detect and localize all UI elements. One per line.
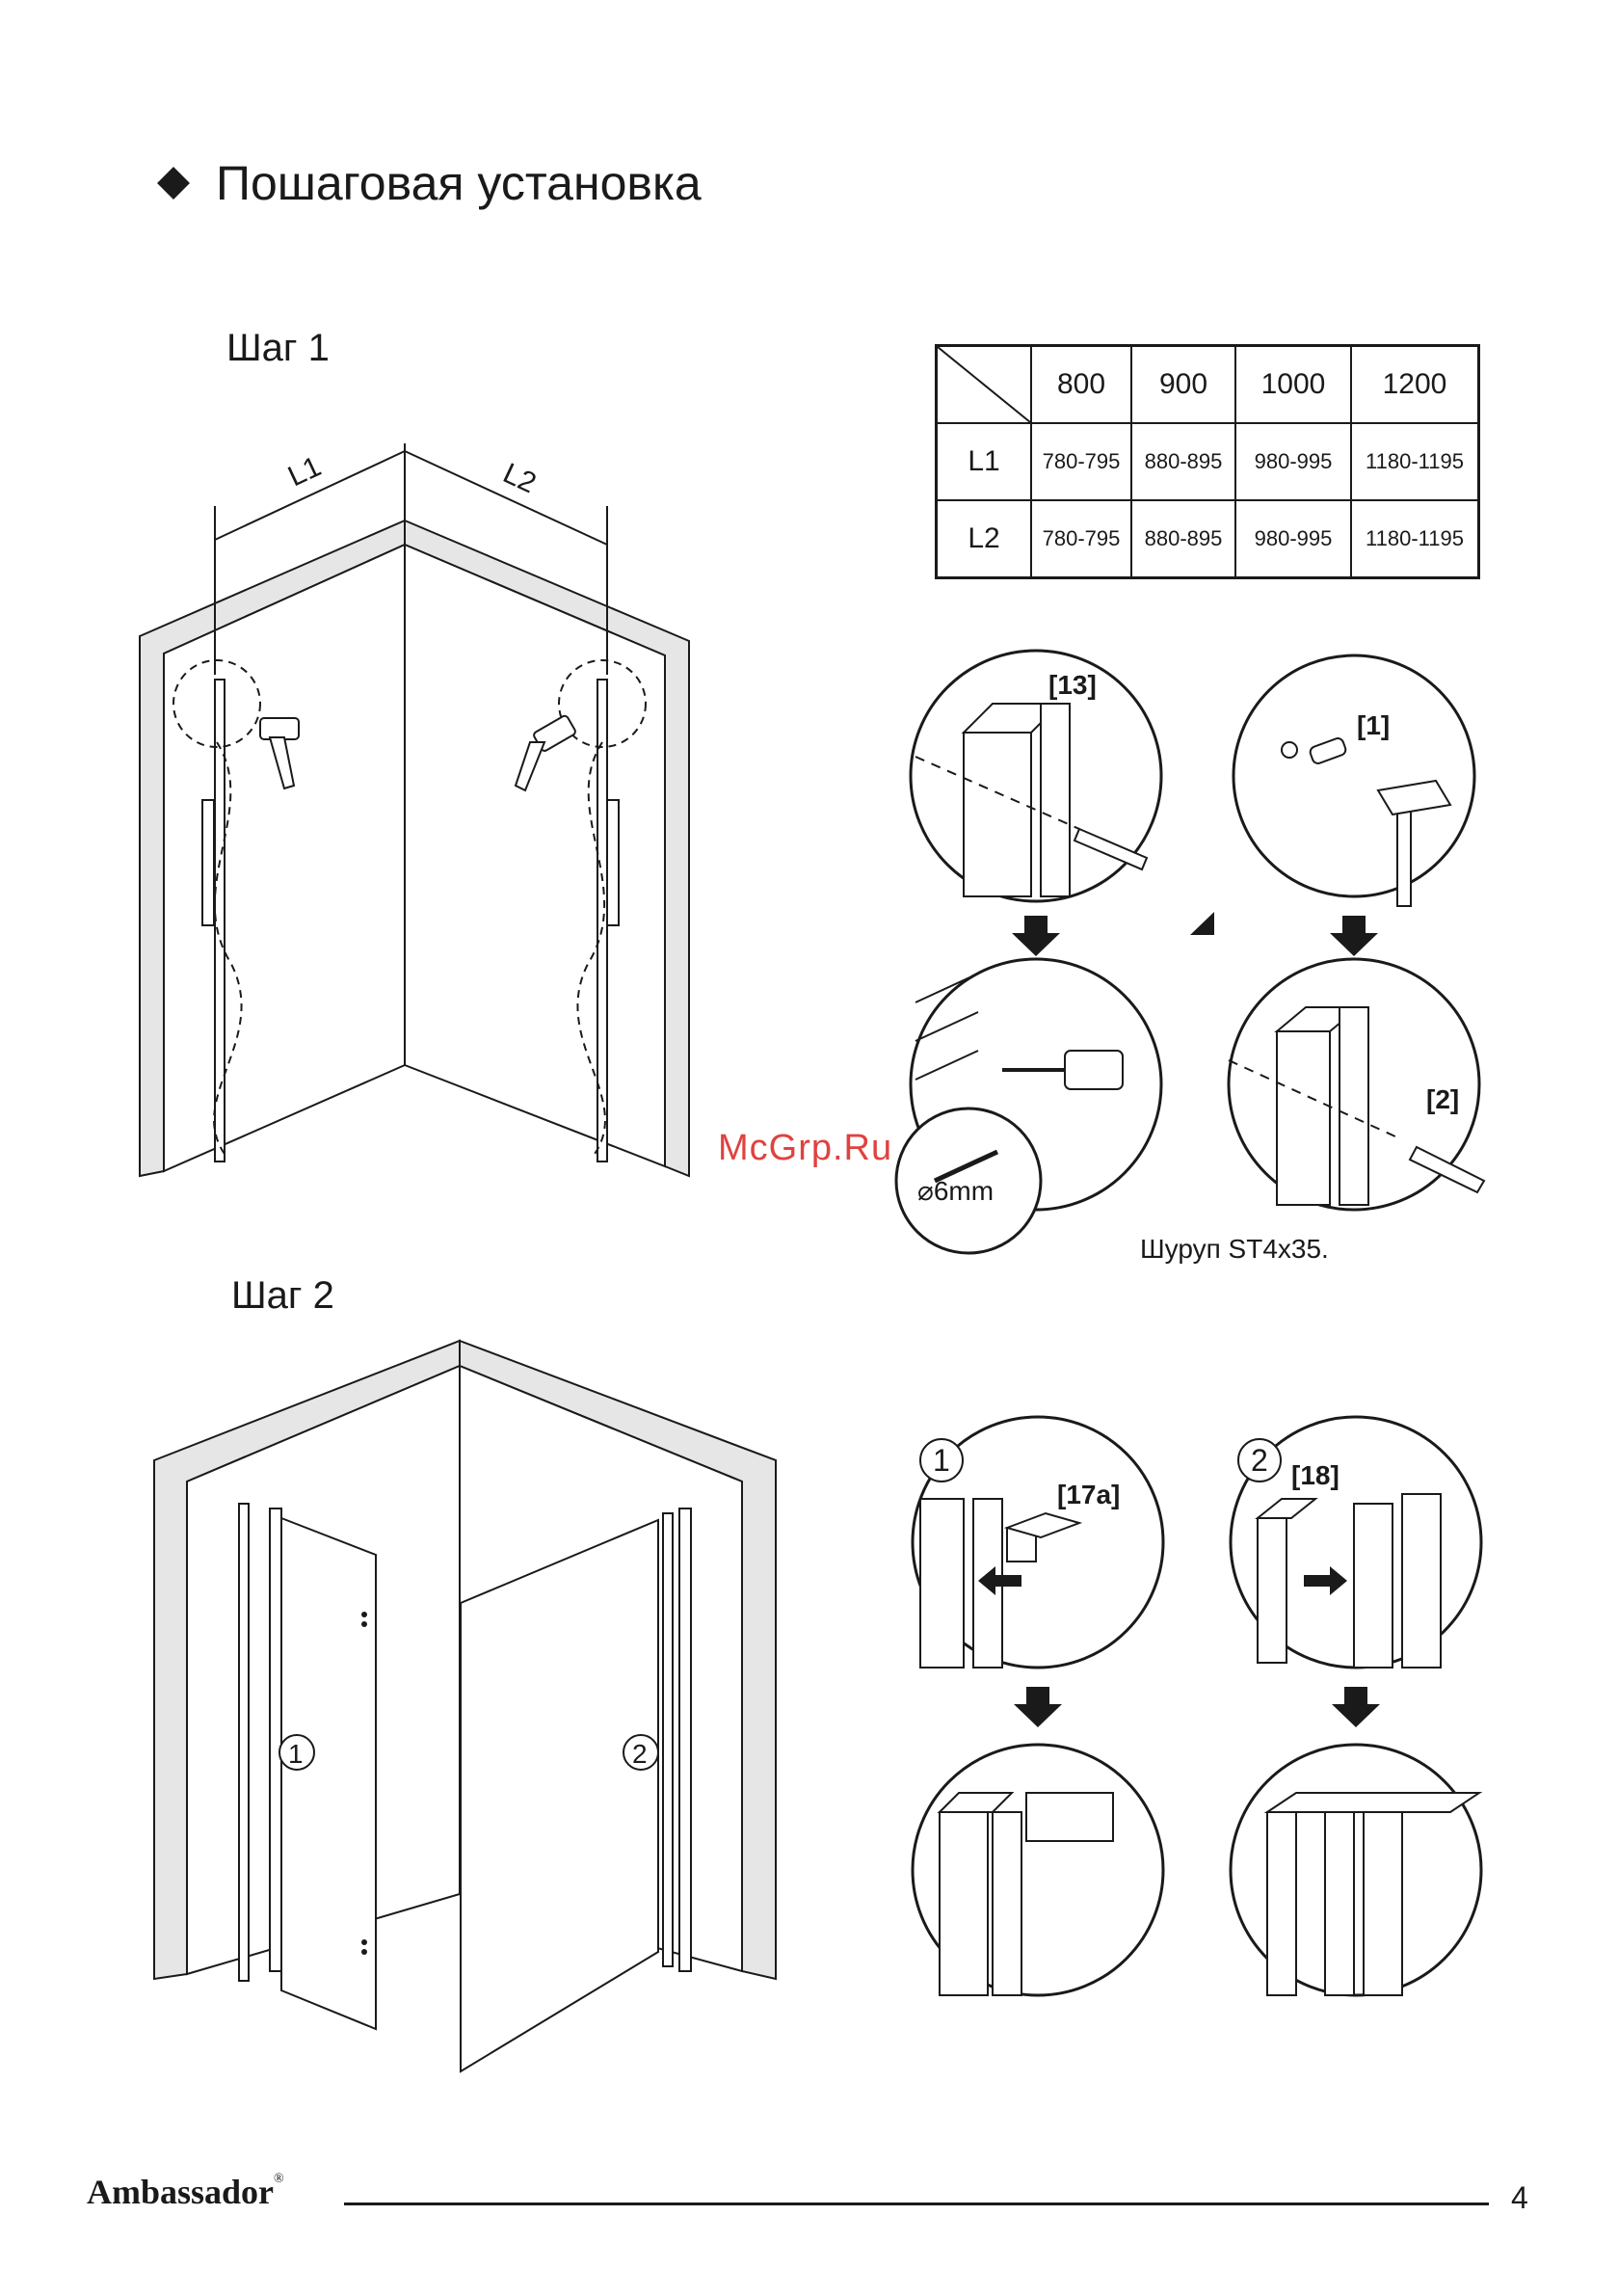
diamond-bullet-icon — [157, 167, 190, 200]
step1-wall-illustration: L1 L2 — [125, 424, 703, 1195]
detail-marker-1: 1 — [933, 1443, 950, 1478]
step2-marker-1: 1 — [288, 1739, 304, 1769]
step2-label: Шаг 2 — [231, 1272, 334, 1319]
table-row: L2 780-795 880-895 980-995 1180-1195 — [937, 500, 1479, 578]
footer-divider — [344, 2203, 1489, 2205]
l1-dimension-label: L1 — [283, 450, 326, 493]
table-cell: 780-795 — [1031, 423, 1131, 500]
brand-logo: Ambassador® — [87, 2172, 284, 2212]
table-cell: 880-895 — [1131, 423, 1235, 500]
bracket-callout: [17a] — [1057, 1480, 1120, 1509]
table-corner-cell — [937, 346, 1032, 424]
step2-detail-circles: 1 2 [17a] [18] — [901, 1407, 1527, 2005]
column-header: 1200 — [1351, 346, 1479, 424]
step2-marker-2: 2 — [632, 1739, 648, 1769]
step1-detail-circles: [13] [1] [2] ⌀6mm — [896, 646, 1532, 1282]
heading-text: Пошаговая установка — [216, 154, 702, 212]
table-cell: 780-795 — [1031, 500, 1131, 578]
table-cell: 980-995 — [1235, 500, 1351, 578]
column-header: 800 — [1031, 346, 1131, 424]
screw-caption: Шуруп ST4x35. — [1140, 1234, 1329, 1265]
seal-callout: [18] — [1291, 1460, 1339, 1490]
drill-size-label: ⌀6mm — [917, 1176, 994, 1206]
table-cell: 880-895 — [1131, 500, 1235, 578]
dowel-callout: [1] — [1357, 710, 1390, 740]
dimension-table: 800 900 1000 1200 L1 780-795 880-895 980… — [935, 344, 1480, 579]
column-header: 900 — [1131, 346, 1235, 424]
detail-marker-2: 2 — [1251, 1443, 1268, 1478]
column-header: 1000 — [1235, 346, 1351, 424]
step2-door-illustration: 1 2 — [154, 1335, 790, 2087]
watermark: McGrp.Ru — [718, 1128, 892, 1169]
row-label: L1 — [937, 423, 1032, 500]
step1-label: Шаг 1 — [226, 325, 330, 371]
registered-mark: ® — [274, 2172, 284, 2186]
brand-name: Ambassador — [87, 2173, 274, 2211]
table-cell: 1180-1195 — [1351, 500, 1479, 578]
screw-callout: [2] — [1426, 1084, 1459, 1114]
table-cell: 1180-1195 — [1351, 423, 1479, 500]
page-number: 4 — [1511, 2180, 1528, 2216]
profile-callout: [13] — [1048, 670, 1097, 700]
table-row: L1 780-795 880-895 980-995 1180-1195 — [937, 423, 1479, 500]
page-heading: Пошаговая установка — [162, 154, 702, 212]
table-cell: 980-995 — [1235, 423, 1351, 500]
l2-dimension-label: L2 — [498, 457, 541, 499]
diagonal-line-icon — [938, 347, 1030, 422]
row-label: L2 — [937, 500, 1032, 578]
